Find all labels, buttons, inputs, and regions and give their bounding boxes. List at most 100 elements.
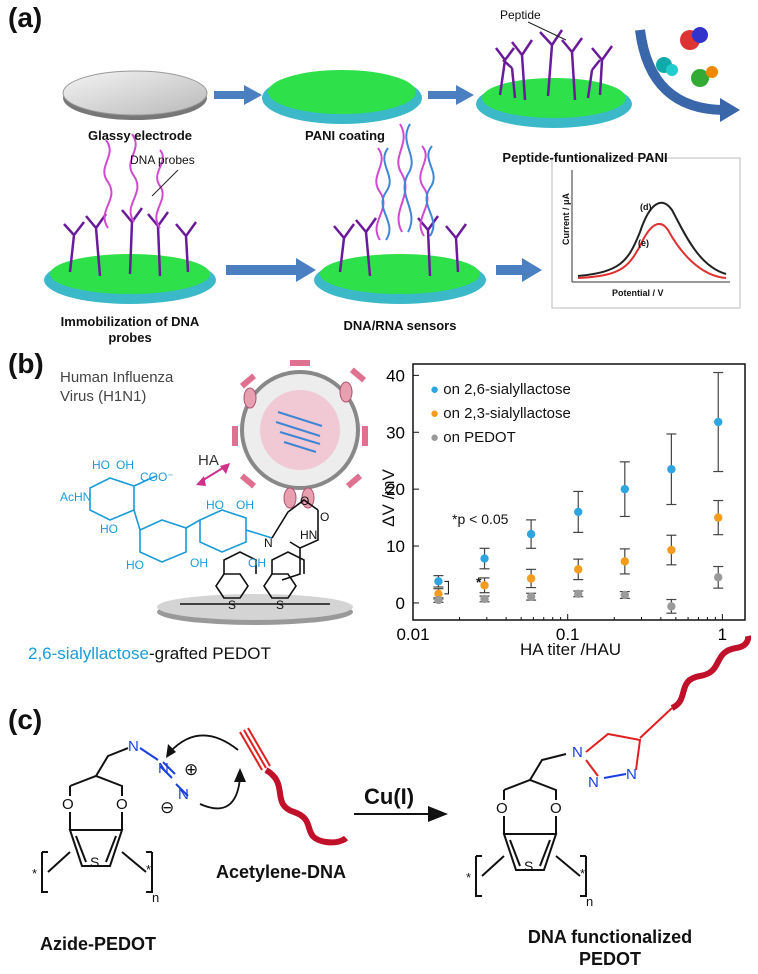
atom-n-sub-2: n — [586, 894, 594, 909]
step-immobilization: Immobilization of DNA probes — [60, 314, 200, 345]
pani-coated-disc — [262, 70, 422, 124]
reagent-label: Cu(I) — [364, 784, 415, 809]
binding-arrow-icon — [196, 463, 230, 486]
chem-oh-2: OH — [190, 556, 208, 570]
atom-n-triazole-2: N — [588, 774, 599, 791]
ha-label: HA — [198, 452, 219, 469]
data-point — [434, 577, 443, 586]
chem-s: S — [228, 598, 237, 612]
step-peptide-pani: Peptide-funtionalized PANI — [502, 150, 668, 165]
atom-n-triazole-3: N — [626, 766, 637, 783]
atom-star-4: * — [580, 866, 586, 881]
atom-star-3: * — [466, 870, 472, 885]
sialyllactose-structure — [89, 475, 319, 581]
acetylene-dna — [239, 727, 349, 846]
dna-probes-label: DNA probes — [130, 153, 195, 167]
virus-illustration — [232, 360, 368, 509]
atom-star: * — [32, 866, 38, 881]
curve-e-label: (e) — [638, 238, 649, 248]
chem-o: O — [300, 494, 310, 508]
y-tick-label: 40 — [386, 366, 405, 385]
x-tick-label: 0.1 — [556, 625, 580, 644]
data-point — [714, 417, 723, 427]
chem-oh-3: OH — [236, 498, 254, 512]
product-pedot-structure — [475, 753, 587, 897]
data-point — [480, 554, 489, 563]
legend-marker: ● — [430, 381, 440, 398]
azide-pedot-structure — [41, 747, 153, 893]
peptide-functionalized-disc — [476, 29, 632, 128]
chem-s-2: S — [276, 598, 285, 612]
arrow-head-icon — [234, 768, 246, 782]
curved-arrow-icon — [635, 29, 726, 115]
chart-xlabel: HA titer /HAU — [520, 640, 622, 659]
minus-charge: ⊖ — [160, 798, 175, 817]
data-point — [714, 513, 723, 522]
significance-bracket — [444, 580, 449, 595]
atom-n-azide-3: N — [178, 786, 189, 803]
y-tick-label: 20 — [386, 480, 405, 499]
chem-ho-2: HO — [100, 522, 118, 536]
arrow-head-icon — [456, 85, 474, 105]
chem-n: N — [264, 536, 273, 550]
atom-star-2: * — [146, 862, 152, 877]
y-tick-label: 30 — [386, 423, 405, 442]
arrow-head-icon — [720, 98, 740, 122]
chem-ho-3: HO — [126, 558, 144, 572]
pedot-caption: 2,6-sialyllactose-grafted PEDOT — [28, 644, 271, 664]
data-point — [620, 484, 630, 494]
plus-charge: ⊕ — [184, 760, 199, 779]
plot-frame — [412, 363, 746, 621]
data-point — [667, 465, 676, 474]
atom-s: S — [90, 854, 100, 870]
x-tick-label: 0.01 — [396, 625, 429, 644]
pedot-platform — [157, 551, 353, 625]
arrow-head-icon — [428, 806, 448, 822]
legend-marker: ● — [430, 405, 440, 422]
step-glassy-electrode: Glassy electrode — [87, 128, 193, 143]
legend-label: on PEDOT — [443, 429, 516, 446]
step-dna-rna-sensors: DNA/RNA sensors — [343, 318, 457, 333]
atom-o-4: O — [550, 800, 562, 817]
curve-d-label: (d) — [640, 202, 652, 212]
chem-o-2: O — [320, 510, 330, 524]
protein-structures-icon — [656, 27, 718, 87]
chem-oh-4: OH — [248, 556, 266, 570]
legend-marker: ● — [430, 429, 440, 446]
data-point — [480, 581, 489, 590]
y-tick-label: 0 — [396, 594, 405, 613]
data-point — [434, 589, 443, 599]
dna-probe-disc — [44, 133, 216, 304]
significance-note: *p < 0.05 — [452, 511, 509, 527]
acetylene-dna-label: Acetylene-DNA — [216, 862, 347, 882]
data-point — [526, 592, 536, 601]
peptide-pointer — [527, 21, 567, 41]
virus-title: Human Influenza Virus (H1N1) — [60, 369, 174, 405]
dna-rna-sensor-disc — [314, 123, 486, 304]
arrow-head-icon — [296, 258, 316, 282]
data-point — [434, 595, 443, 605]
atom-n-azide-2: N — [158, 760, 169, 777]
atom-n-triazole: N — [572, 744, 583, 761]
dna-probe-pointer — [151, 169, 179, 197]
glassy-electrode-disc — [62, 70, 208, 120]
data-point — [620, 590, 630, 600]
data-point — [526, 529, 536, 539]
step-pani-coating: PANI coating — [305, 128, 385, 143]
legend-item-26: ● on 2,6-sialyllactose — [430, 378, 571, 402]
triazole-ring — [585, 732, 642, 779]
data-point — [667, 545, 676, 555]
legend-item-23: ● on 2,3-sialyllactose — [430, 402, 571, 426]
caption-blue: 2,6-sialyllactose — [28, 644, 149, 663]
legend-item-pedot: ● on PEDOT — [430, 426, 571, 450]
legend-label: on 2,3-sialyllactose — [443, 405, 571, 422]
atom-s-2: S — [524, 858, 534, 874]
azide-pedot-caption: Azide-PEDOT — [40, 934, 157, 954]
caption-rest: -grafted PEDOT — [148, 644, 271, 663]
y-tick-label: 10 — [386, 537, 405, 556]
data-point — [667, 602, 676, 611]
